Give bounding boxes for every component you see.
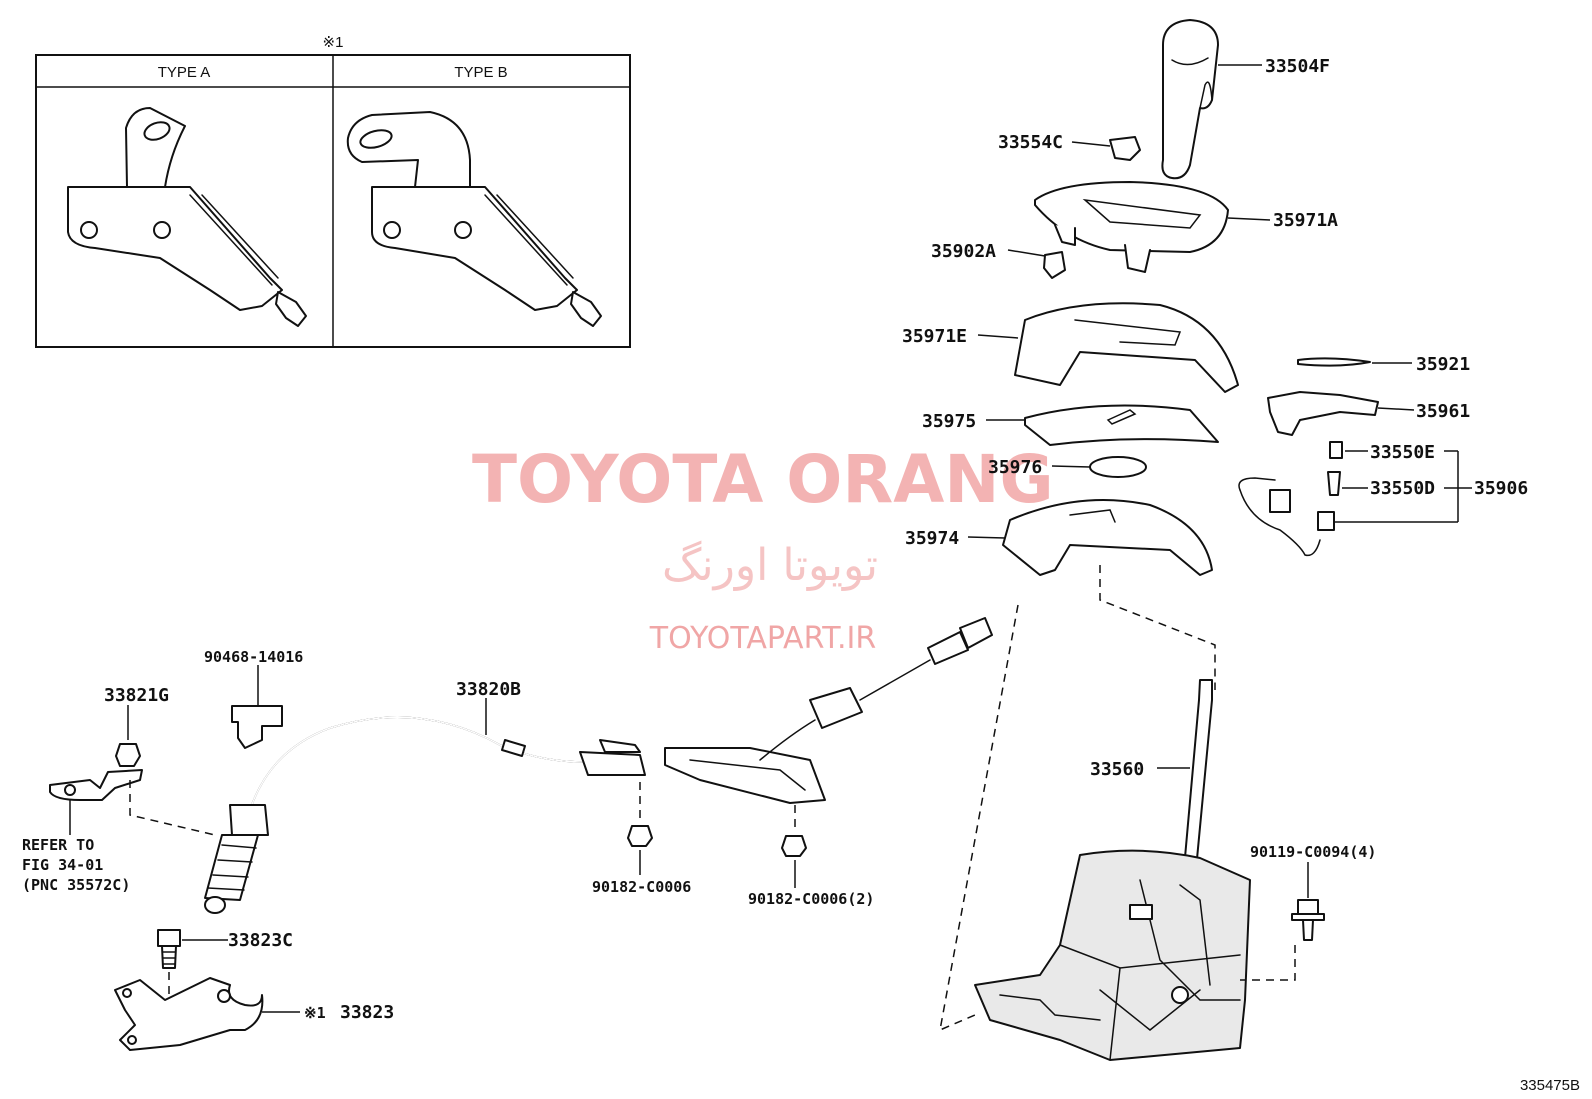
clip-90468-14016 [231,665,283,749]
watermark-url: TOYOTAPART.IR [649,621,876,656]
label-90468-14016: 90468-14016 [204,648,303,666]
label-33823: 33823 [340,1002,394,1023]
type-a-header: TYPE A [158,64,211,81]
clip-33554c [1071,136,1141,161]
label-33550e: 33550E [1370,442,1435,463]
nut-90182-c0006-2 [781,805,807,888]
label-35971e: 35971E [902,326,967,347]
disc-35976 [1051,456,1147,478]
bulb-harness-35906 [1238,441,1472,557]
label-35975: 35975 [922,411,976,432]
label-90182-c0006-2: 90182-C0006(2) [748,890,874,908]
shift-cable-33820b [204,617,993,914]
label-33823c: 33823C [228,930,293,951]
label-90119-c0094: 90119-C0094(4) [1250,843,1376,861]
shift-lever-33560 [974,679,1251,1061]
base-35974 [967,499,1213,576]
label-33820b: 33820B [456,679,521,700]
type-b-header: TYPE B [454,64,507,81]
watermark-persian: تویوتا اورنگ [662,540,878,591]
slide-plate-35975 [986,404,1219,446]
label-35976: 35976 [988,457,1042,478]
type-inset-table: ※1 TYPE A TYPE B [35,34,631,348]
bracket-type-a [67,107,307,327]
clip-35902a [1007,249,1066,279]
label-33504f: 33504F [1265,56,1330,77]
refer-line-2: FIG 34-01 [22,856,103,874]
label-35906: 35906 [1474,478,1528,499]
label-35902a: 35902A [931,241,996,262]
cover-35971e [977,302,1239,393]
refer-line-3: (PNC 35572C) [22,876,130,894]
shift-knob-33504f [1161,19,1262,180]
label-33560: 33560 [1090,759,1144,780]
bracket-35961 [1267,391,1415,436]
indicator-housing-35971a [1034,181,1271,273]
diagram-id: 335475B [1520,1077,1580,1094]
label-33823-note: ※1 [304,1004,326,1022]
label-90182-c0006: 90182-C0006 [592,878,691,896]
nut-33821g [115,705,141,767]
watermark-brand: TOYOTA ORANG [472,441,1054,518]
label-35961: 35961 [1416,401,1470,422]
label-33554c: 33554C [998,132,1063,153]
watermark: TOYOTA ORANG تویوتا اورنگ TOYOTAPART.IR [472,441,1054,656]
assembly-guide-lines [939,565,1216,1032]
label-33821g: 33821G [104,685,169,706]
bracket-type-b [346,111,602,327]
label-35921: 35921 [1416,354,1470,375]
label-35971a: 35971A [1273,210,1338,231]
label-35974: 35974 [905,528,959,549]
bolt-90119-c0094 [1240,862,1325,981]
label-33550d: 33550D [1370,478,1435,499]
bracket-ref-35572c [49,769,216,836]
inset-note: ※1 [323,34,344,51]
refer-line-1: REFER TO [22,836,94,854]
strip-35921 [1297,357,1412,367]
bracket-33823 [114,977,300,1051]
nut-90182-c0006 [627,782,653,875]
